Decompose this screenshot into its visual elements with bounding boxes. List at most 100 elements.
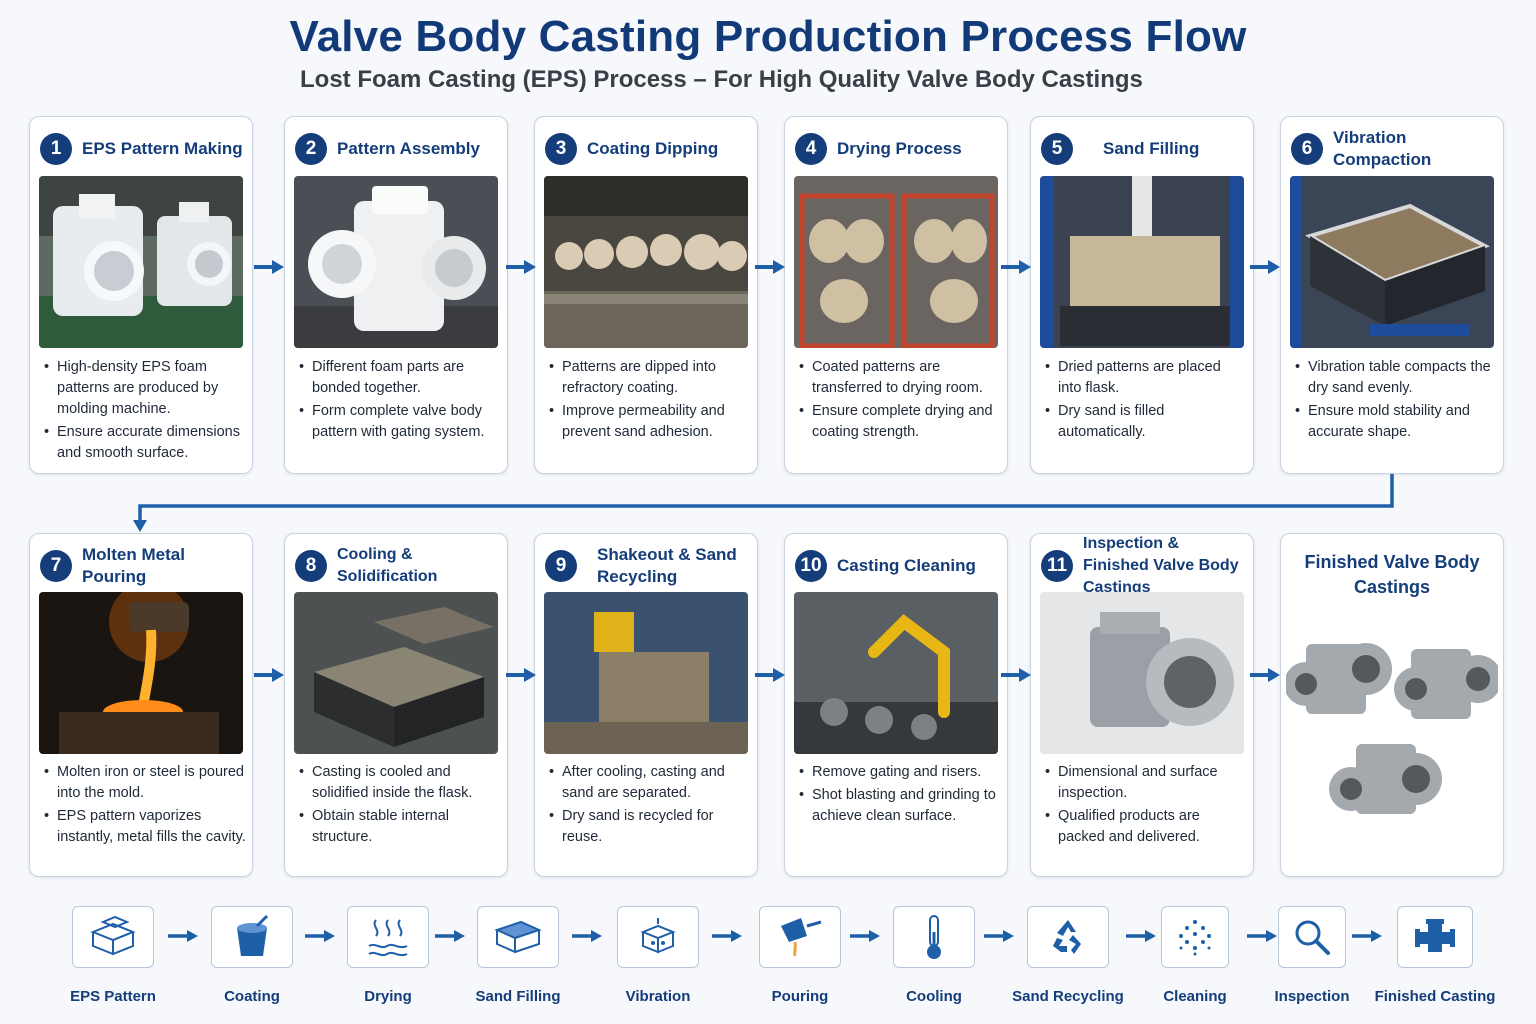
recycle-icon	[1053, 920, 1081, 954]
vibration-icon	[640, 918, 676, 954]
ladle-icon	[781, 918, 822, 957]
eps-pattern-photo	[39, 176, 243, 348]
cooling-flasks-photo	[294, 592, 498, 754]
flow-item-sand-filling: Sand Filling	[453, 906, 583, 1005]
sand-filling-photo	[1040, 176, 1244, 348]
flow-label: Vibration	[625, 988, 691, 1005]
coating-dipping-photo	[544, 176, 748, 348]
sand-box-icon	[494, 920, 542, 954]
arrow-right-icon	[1126, 930, 1156, 942]
flow-item-cooling: Cooling	[869, 906, 999, 1005]
arrow-right-icon	[712, 930, 742, 942]
bullet: Dry sand is recycled for reuse.	[549, 806, 751, 848]
arrow-right-icon	[755, 260, 785, 274]
arrow-right-icon	[1247, 930, 1277, 942]
step-title: Vibration Compaction	[1333, 128, 1432, 169]
flow-item-eps-pattern: EPS Pattern	[48, 906, 178, 1005]
arrow-right-icon	[254, 260, 284, 274]
arrow-right-icon	[1250, 260, 1280, 274]
coating-bucket-icon	[237, 914, 269, 956]
robot-cleaning-photo	[794, 592, 998, 754]
step-title: Coating Dipping	[587, 139, 719, 158]
vibration-table-photo	[1290, 176, 1494, 348]
shakeout-photo	[544, 592, 748, 754]
arrow-right-icon	[1001, 668, 1031, 682]
arrow-right-icon	[572, 930, 602, 942]
bullet: Coated patterns are transferred to dryin…	[799, 357, 1001, 399]
step-title: Sand Filling	[1103, 139, 1200, 158]
arrow-right-icon	[984, 930, 1014, 942]
bullet: Remove gating and risers.	[799, 762, 1001, 783]
flow-item-cleaning: Cleaning	[1130, 906, 1260, 1005]
bullet: Different foam parts are bonded together…	[299, 357, 501, 399]
flow-label: Inspection	[1274, 988, 1350, 1005]
bullet: Qualified products are packed and delive…	[1045, 806, 1247, 848]
bullet: Ensure complete drying and coating stren…	[799, 401, 1001, 443]
step-title: Casting Cleaning	[837, 556, 976, 575]
step-number: 5	[1041, 133, 1073, 165]
step-number: 8	[295, 550, 327, 582]
step-number: 6	[1291, 133, 1323, 165]
flow-label: Sand Recycling	[1012, 988, 1124, 1005]
bullet: Improve permeability and prevent sand ad…	[549, 401, 751, 443]
flow-label: Cooling	[906, 988, 962, 1005]
bullet: Ensure accurate dimensions and smooth su…	[44, 422, 246, 464]
bullet: Casting is cooled and solidified inside …	[299, 762, 501, 804]
step-card-8: 8 Cooling & Solidification Casting is coo…	[284, 533, 508, 877]
foam-blocks-icon	[90, 915, 136, 956]
step-card-4: 4 Drying Process Coated patterns are tran…	[784, 116, 1008, 474]
bullet: High-density EPS foam patterns are produ…	[44, 357, 246, 420]
metal-pouring-photo	[39, 592, 243, 754]
flow-label: Cleaning	[1163, 988, 1227, 1005]
heat-waves-icon	[368, 919, 408, 957]
arrow-right-icon	[1352, 930, 1382, 942]
step-card-2: 2 Pattern Assembly Different foam parts a…	[284, 116, 508, 474]
particles-icon	[1179, 920, 1211, 956]
arrow-right-icon	[168, 930, 198, 942]
bullet: Dry sand is filled automatically.	[1045, 401, 1247, 443]
step-title: Pattern Assembly	[337, 139, 480, 158]
arrow-right-icon	[1250, 668, 1280, 682]
step-card-5: 5 Sand Filling Dried patterns are placed …	[1030, 116, 1254, 474]
arrow-right-icon	[506, 260, 536, 274]
flow-item-coating: Coating	[187, 906, 317, 1005]
step-title: Shakeout & Sand Recycling	[597, 545, 737, 586]
flow-label: EPS Pattern	[70, 988, 156, 1005]
step-number: 2	[295, 133, 327, 165]
bullet: Ensure mold stability and accurate shape…	[1295, 401, 1497, 443]
bullet: Dimensional and surface inspection.	[1045, 762, 1247, 804]
bullet: Form complete valve body pattern with ga…	[299, 401, 501, 443]
finished-valve-photo	[1040, 592, 1244, 754]
bullet: Dried patterns are placed into flask.	[1045, 357, 1247, 399]
bullet: After cooling, casting and sand are sepa…	[549, 762, 751, 804]
arrow-right-icon	[305, 930, 335, 942]
step-title: EPS Pattern Making	[82, 139, 243, 158]
flow-item-inspection: Inspection	[1247, 906, 1377, 1005]
step-title: Cooling & Solidification	[337, 546, 438, 585]
bullet: EPS pattern vaporizes instantly, metal f…	[44, 806, 246, 848]
thermometer-icon	[927, 915, 941, 959]
row-connector-arrow	[133, 474, 1394, 532]
bullet: Obtain stable internal structure.	[299, 806, 501, 848]
pattern-assembly-photo	[294, 176, 498, 348]
step-number: 4	[795, 133, 827, 165]
arrow-right-icon	[254, 668, 284, 682]
step-card-10: 10 Casting Cleaning Remove gating and ris…	[784, 533, 1008, 877]
step-number: 9	[545, 550, 577, 582]
step-number: 10	[795, 550, 827, 582]
final-card-title: Finished Valve Body Castings	[1304, 552, 1480, 597]
arrow-right-icon	[850, 930, 880, 942]
arrow-right-icon	[1001, 260, 1031, 274]
flow-item-sand-recycling: Sand Recycling	[1003, 906, 1133, 1005]
drying-room-photo	[794, 176, 998, 348]
step-title: Inspection & Finished Valve Body Casting…	[1083, 535, 1239, 596]
bullet: Patterns are dipped into refractory coat…	[549, 357, 751, 399]
flow-label: Drying	[364, 988, 412, 1005]
page-subtitle: Lost Foam Casting (EPS) Process – For Hi…	[300, 66, 1143, 93]
step-title: Drying Process	[837, 139, 962, 158]
flow-label: Finished Casting	[1374, 988, 1496, 1005]
step-number: 11	[1041, 550, 1073, 582]
